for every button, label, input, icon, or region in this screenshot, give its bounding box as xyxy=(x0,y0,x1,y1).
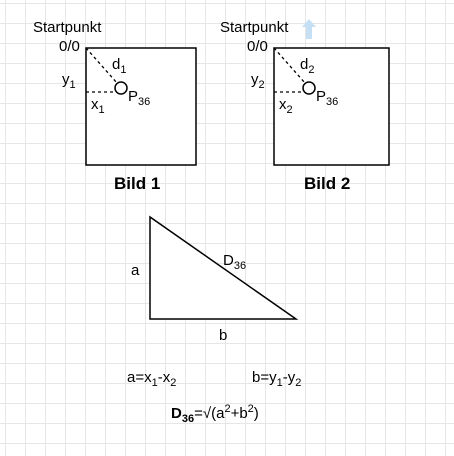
triangle-side-a-label: a xyxy=(131,262,140,279)
bild-1-point-marker xyxy=(114,81,128,95)
bild-1-d-label: d1 xyxy=(112,56,126,76)
bild-2-caption: Bild 2 xyxy=(304,174,350,193)
right-triangle xyxy=(149,215,299,320)
triangle-group: a b D36 xyxy=(131,215,299,344)
bild-1-group: Startpunkt 0/0 d1 y1 x1 P36 Bild 1 xyxy=(33,19,197,193)
bild-1-x-label: x1 xyxy=(91,96,105,116)
bild-2-y-label: y2 xyxy=(251,71,265,91)
formula-distance: D36=√(a2+b2) xyxy=(171,403,259,425)
bild-2-point-marker xyxy=(302,81,316,95)
bild-2-distance-line xyxy=(273,47,306,84)
bild-1-startpunkt-label: Startpunkt xyxy=(33,19,102,36)
bild-2-p-label: P36 xyxy=(316,88,338,108)
bild-1-p-label: P36 xyxy=(128,88,150,108)
triangle-side-b-label: b xyxy=(219,327,227,344)
bild-1-caption: Bild 1 xyxy=(114,174,160,193)
triangle-hypotenuse-label: D36 xyxy=(223,252,246,272)
up-arrow-icon xyxy=(302,19,316,39)
bild-2-d-label: d2 xyxy=(300,56,314,76)
bild-2-group: Startpunkt 0/0 d2 y2 x2 P36 Bild 2 xyxy=(220,19,390,193)
bild-2-frame xyxy=(273,47,390,166)
bild-2-origin-label: 0/0 xyxy=(247,38,268,55)
bild-1-frame xyxy=(85,47,197,166)
bild-2-x-label: x2 xyxy=(279,96,293,116)
formulas-group: a=x1-x2 b=y1-y2 D36=√(a2+b2) xyxy=(127,369,301,425)
formula-a: a=x1-x2 xyxy=(127,369,176,389)
bild-1-distance-line xyxy=(85,47,118,84)
bild-1-origin-label: 0/0 xyxy=(59,38,80,55)
formula-b: b=y1-y2 xyxy=(252,369,301,389)
bild-2-startpunkt-label: Startpunkt xyxy=(220,19,289,36)
bild-1-y-label: y1 xyxy=(62,71,76,91)
